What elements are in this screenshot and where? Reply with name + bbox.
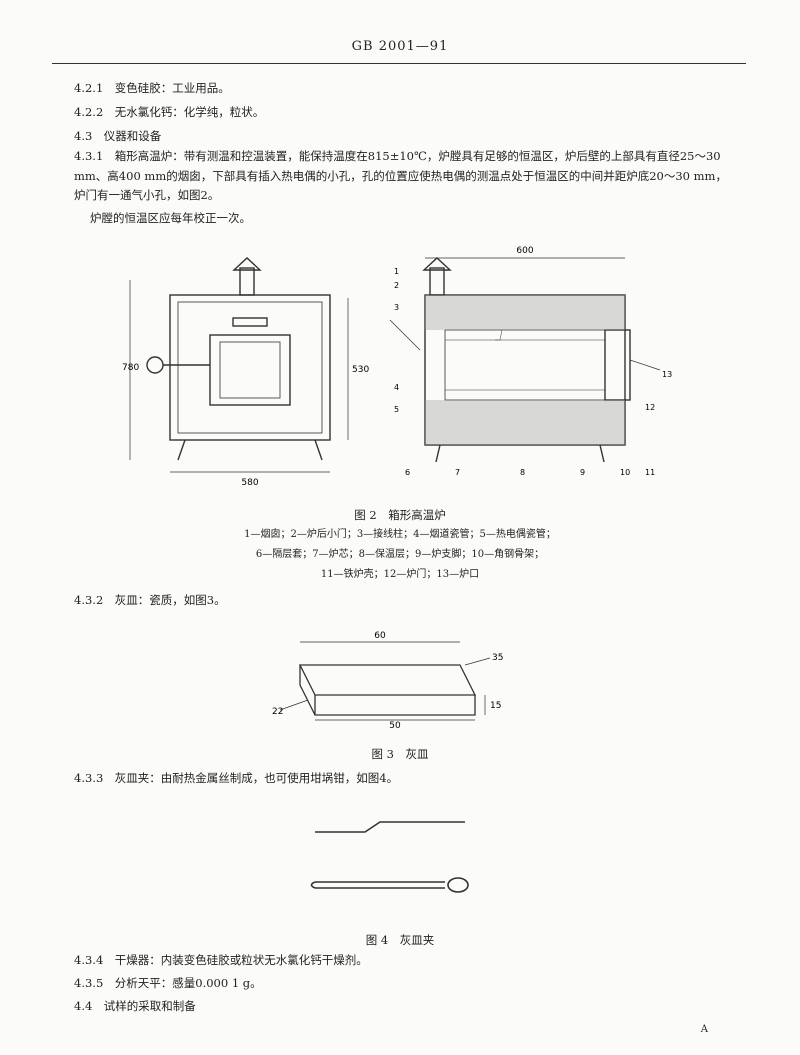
- callout-2: 2: [394, 281, 399, 290]
- dim-height: 15: [490, 701, 501, 711]
- header-rule: [52, 63, 746, 64]
- clause-4-3-5: 4.3.5 分析天平：感量0.000 1 g。: [74, 976, 262, 990]
- page-number: A: [700, 1024, 708, 1035]
- dim-front-width: 580: [241, 478, 258, 488]
- callout-11: 11: [645, 468, 655, 477]
- figure-4-dish-tongs: [310, 821, 469, 893]
- callout-9: 9: [580, 468, 585, 477]
- dim-side-depth: 600: [516, 246, 533, 256]
- clause-4-2-2: 4.2.2 无水氯化钙：化学纯，粒状。: [74, 105, 265, 119]
- callout-13: 13: [662, 370, 672, 379]
- callout-12: 12: [645, 403, 655, 412]
- clause-4-3-1-note: 炉膛的恒温区应每年校正一次。: [90, 211, 251, 225]
- dim-side: 35: [492, 653, 503, 663]
- callout-7: 7: [455, 468, 460, 477]
- figure-2-legend-3: 11—铁炉壳；12—炉门；13—炉口: [320, 569, 480, 580]
- figure-3-caption: 图 3 灰皿: [371, 747, 429, 761]
- clause-4-3-4: 4.3.4 干燥器：内装变色硅胶或粒状无水氯化钙干燥剂。: [74, 953, 368, 967]
- clause-4-3-3: 4.3.3 灰皿夹：由耐热金属丝制成，也可使用坩埚钳，如图4。: [74, 771, 399, 785]
- callout-5: 5: [394, 405, 399, 414]
- figure-2-legend-1: 1—烟囱；2—炉后小门；3—接线柱；4—烟道瓷管；5—热电偶瓷管；: [244, 529, 556, 540]
- callout-3: 3: [394, 303, 399, 312]
- clause-4-3: 4.3 仪器和设备: [74, 129, 162, 143]
- figure-2-caption: 图 2 箱形高温炉: [354, 508, 446, 522]
- dim-front-height: 780: [122, 363, 139, 373]
- dim-left: 22: [272, 707, 283, 717]
- figure-2-legend-2: 6—隔层套；7—炉芯；8—保温层；9—炉支脚；10—角钢骨架；: [255, 549, 545, 560]
- callout-labels: 1 2 3 4 5 6 7 8 9 10 11 12 13: [394, 267, 672, 477]
- dim-bottom: 50: [389, 721, 401, 730]
- callout-8: 8: [520, 468, 525, 477]
- figure-3-ash-dish: 60 50 15 35 22: [272, 631, 503, 730]
- clause-4-2-1: 4.2.1 变色硅胶：工业用品。: [74, 81, 230, 95]
- clause-4-4: 4.4 试样的采取和制备: [74, 999, 196, 1013]
- callout-4: 4: [394, 383, 399, 392]
- callout-10: 10: [620, 468, 630, 477]
- clause-4-3-2: 4.3.2 灰皿：瓷质，如图3。: [74, 593, 226, 607]
- figure-4-caption: 图 4 灰皿夹: [365, 933, 435, 947]
- standard-number: GB 2001—91: [351, 39, 449, 54]
- callout-6: 6: [405, 468, 410, 477]
- clause-4-3-1: 4.3.1 箱形高温炉：带有测温和控温装置，能保持温度在815±10℃，炉膛具有…: [74, 149, 727, 202]
- figure-2-furnace: 580 780 530 600 1 2 3 4 5 6 7 8 9 10 11 …: [122, 246, 672, 488]
- dim-top: 60: [374, 631, 386, 641]
- callout-1: 1: [394, 267, 399, 276]
- dim-side-height: 530: [352, 365, 369, 375]
